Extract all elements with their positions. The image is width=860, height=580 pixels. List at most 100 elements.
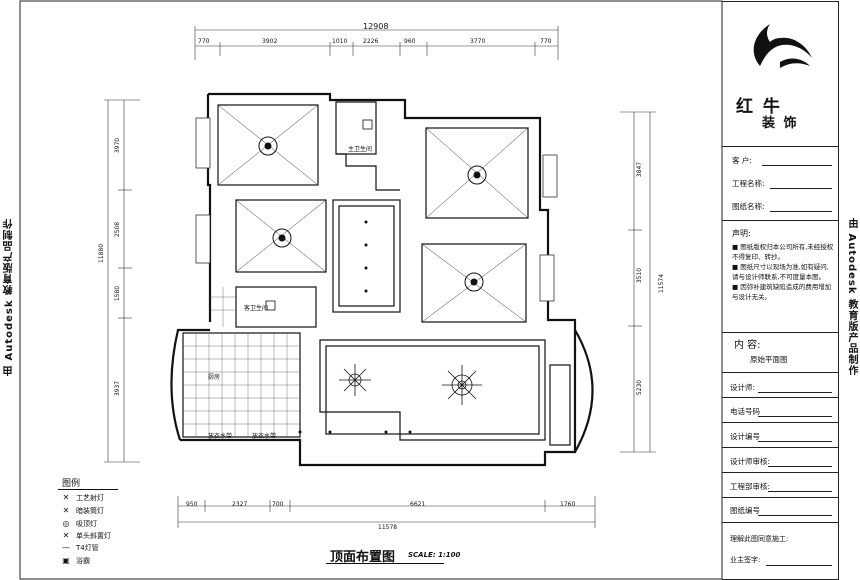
divider xyxy=(722,372,838,373)
owner-sign-field xyxy=(766,565,832,566)
legend-symbol: ▣ xyxy=(62,556,70,565)
bottom-dimension-lines xyxy=(177,496,596,528)
divider xyxy=(722,522,838,523)
brand-logo-icon xyxy=(753,24,812,68)
legend-symbol: ✕ xyxy=(62,531,70,540)
dim-left-3: 1580 xyxy=(114,285,122,302)
dim-right-2: 3510 xyxy=(636,267,644,284)
legend-label: 单头斜置灯 xyxy=(76,532,111,540)
designer-review-field xyxy=(768,466,832,467)
divider xyxy=(722,472,838,473)
client-field xyxy=(762,165,832,166)
dim-bottom-1: 950 xyxy=(186,501,198,508)
right-dimension-lines xyxy=(620,111,656,453)
dim-right-1: 3847 xyxy=(636,161,644,178)
confirm-label: 理解此图同意施工: xyxy=(730,535,789,543)
dim-right-3: 5230 xyxy=(636,379,644,396)
notice-item: ■ 图纸版权归本公司所有,未经授权不得复印、转抄。 xyxy=(732,243,834,261)
owner-sign-label: 业主签字: xyxy=(730,556,761,564)
drawing-name-label: 图纸名称: xyxy=(732,202,765,211)
divider xyxy=(722,397,838,398)
content-label: 内 容: xyxy=(734,340,761,351)
chandeliers xyxy=(339,364,482,405)
plan-title: 顶面布置图 xyxy=(330,550,396,565)
room-label-kitchen: 厨房 xyxy=(208,374,221,381)
brand-name-2: 装 饰 xyxy=(762,116,799,131)
phone-field xyxy=(758,416,832,417)
dim-top-1: 770 xyxy=(198,38,210,45)
top-dimension-lines xyxy=(194,26,559,60)
legend-item-t4-tube: — T4灯管 xyxy=(62,543,99,553)
legend-symbol: ✕ xyxy=(62,506,70,515)
brand-name-1: 红 牛 xyxy=(736,97,782,117)
sheet-border xyxy=(19,0,723,580)
room-partitions xyxy=(182,101,571,446)
watermark-right: 由 Autodesk 教育版产品制作 xyxy=(846,218,857,377)
title-block: 红 牛 装 饰 客 户: 工程名称: 图纸名称: 声明: ■ 图纸版权归本公司所… xyxy=(722,1,839,580)
divider xyxy=(722,447,838,448)
dim-left-2: 2508 xyxy=(114,221,122,238)
project-field xyxy=(770,188,832,189)
downlights xyxy=(298,220,412,434)
dim-bottom-2: 2327 xyxy=(232,501,248,508)
dim-bottom-5: 1760 xyxy=(560,501,576,508)
dim-top-4: 2226 xyxy=(363,38,379,45)
legend-underline xyxy=(58,489,118,490)
client-label: 客 户: xyxy=(732,156,752,165)
design-number-field xyxy=(758,441,832,442)
drawing-number-field xyxy=(758,515,832,516)
legend-title: 图例 xyxy=(62,479,81,489)
dim-top-5: 960 xyxy=(404,38,416,45)
legend-label: T4灯管 xyxy=(76,544,99,552)
designer-label: 设计师: xyxy=(730,383,756,392)
dim-right-total: 11574 xyxy=(658,273,666,294)
legend-item-accent-light: ✕ 工艺射灯 xyxy=(63,493,104,503)
exterior-walls xyxy=(170,92,594,467)
legend-item-downlight: ✕ 暗装筒灯 xyxy=(63,506,104,516)
engineering-review-field xyxy=(768,491,832,492)
room-label-guest-bath: 客卫生间 xyxy=(244,305,269,312)
legend-item-bath-heater: ▣ 浴霸 xyxy=(62,556,90,566)
dim-left-1: 3970 xyxy=(114,137,122,154)
legend-item-ceiling-light: ◎ 吸顶灯 xyxy=(63,519,98,529)
dim-top-6: 3770 xyxy=(470,38,486,45)
notice-item: ■ 图纸尺寸以现场为准,如有疑问,请与设计师联系,不可度量本图。 xyxy=(732,263,829,281)
notice-list: ■ 图纸版权归本公司所有,未经授权不得复印、转抄。 ■ 图纸尺寸以现场为准,如有… xyxy=(732,242,834,302)
divider xyxy=(722,220,838,221)
plan-title-underline xyxy=(326,563,444,564)
legend-item-angled-light: ✕ 单头斜置灯 xyxy=(63,531,111,541)
project-label: 工程名称: xyxy=(732,179,765,188)
drawing-number-label: 图纸编号 xyxy=(730,506,760,515)
engineering-review-label: 工程部审核: xyxy=(730,482,771,491)
legend-label: 工艺射灯 xyxy=(76,494,104,502)
designer-field xyxy=(758,392,832,393)
legend-label: 吸顶灯 xyxy=(76,520,97,528)
dim-top-total: 12908 xyxy=(363,22,389,31)
dim-bottom-3: 700 xyxy=(272,501,284,508)
legend-label: 暗装筒灯 xyxy=(76,507,104,515)
room-label-balcony-left: 放衣水带 xyxy=(208,433,233,440)
legend-symbol: — xyxy=(62,543,70,552)
legend-symbol: ◎ xyxy=(62,519,70,528)
notice-item: ■ 因弥补建筑缺陷造成的费用增加与设计无关。 xyxy=(732,283,832,301)
dim-bottom-4: 6621 xyxy=(410,501,426,508)
drawing-name-field xyxy=(770,211,832,212)
room-label-balcony-right: 放衣水带 xyxy=(252,433,277,440)
legend-label: 浴霸 xyxy=(76,557,90,565)
divider xyxy=(722,422,838,423)
dim-top-3: 1010 xyxy=(332,38,348,45)
dim-top-2: 3902 xyxy=(262,38,278,45)
design-number-label: 设计编号 xyxy=(730,432,760,441)
phone-label: 电话号码 xyxy=(730,407,760,416)
tile-grid xyxy=(183,287,300,437)
legend-symbol: ✕ xyxy=(62,493,70,502)
dim-bottom-total: 11578 xyxy=(378,524,398,531)
left-dimension-lines xyxy=(104,99,140,463)
plan-scale: SCALE: 1:100 xyxy=(408,551,461,559)
room-label-master-bath: 主卫生间 xyxy=(348,146,373,153)
window-strips xyxy=(195,117,558,302)
dim-left-4: 3937 xyxy=(114,380,122,397)
divider xyxy=(722,332,838,333)
